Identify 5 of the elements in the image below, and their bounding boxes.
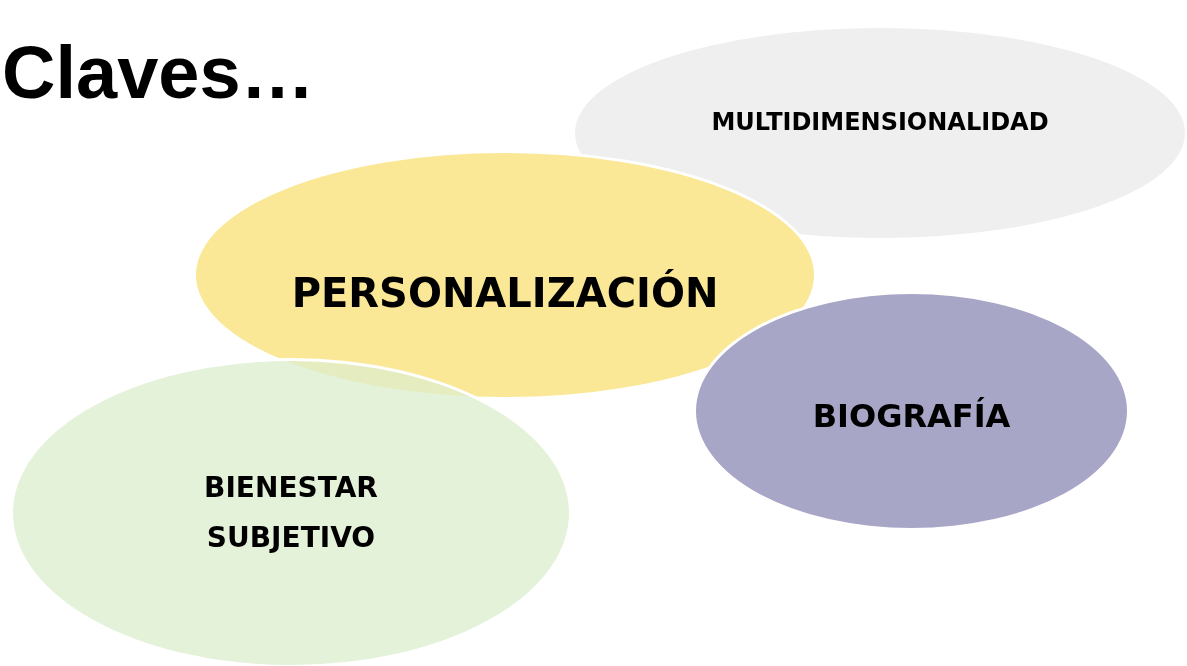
ellipse-label: BIENESTAR SUBJETIVO — [203, 469, 379, 556]
ellipse-label: PERSONALIZACIÓN — [291, 268, 719, 318]
ellipse-label: MULTIDIMENSIONALIDAD — [711, 107, 1049, 139]
title: Claves… — [2, 30, 315, 115]
ellipse-label: BIOGRAFÍA — [812, 396, 1011, 438]
